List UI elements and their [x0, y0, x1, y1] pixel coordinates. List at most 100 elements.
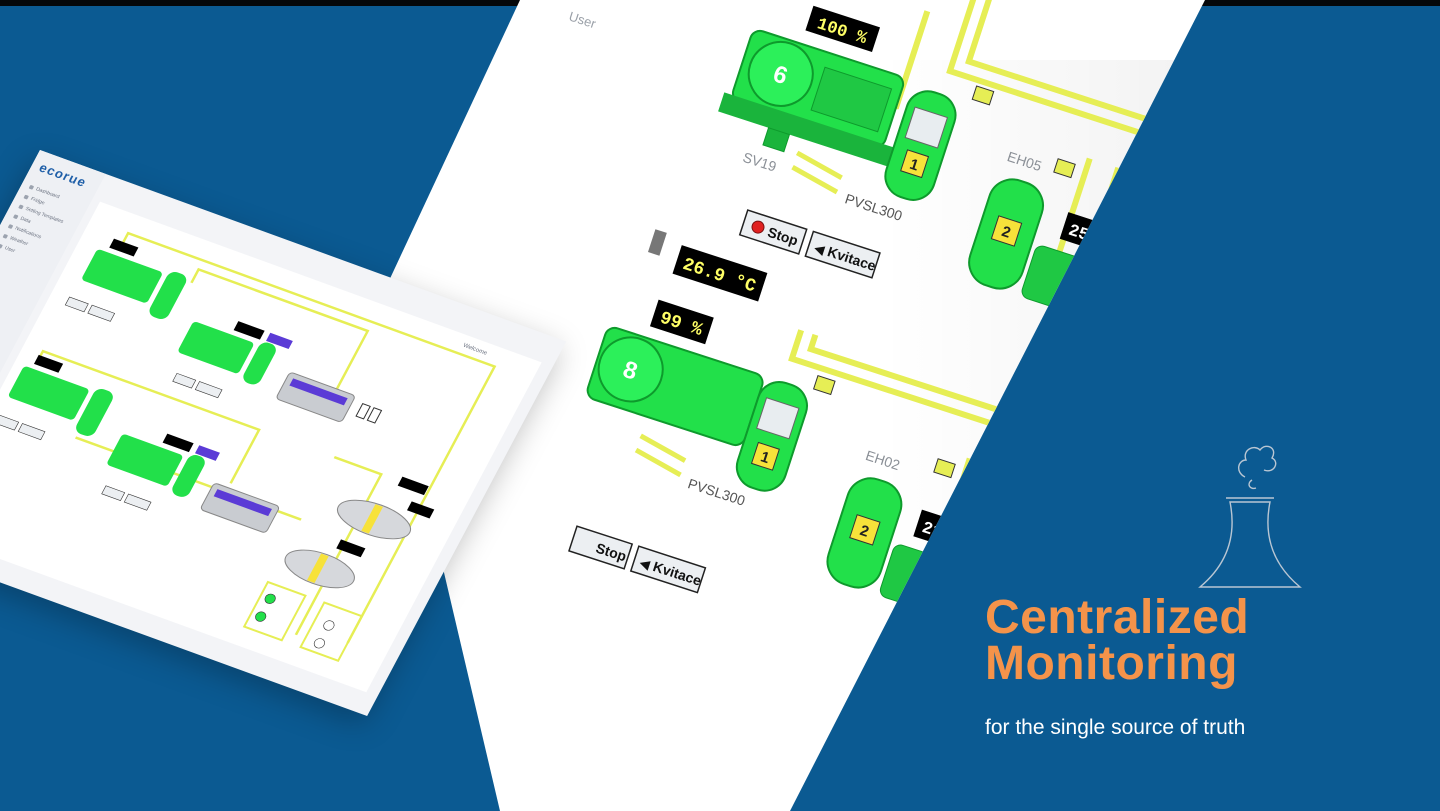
- side-vessel-badge: [990, 215, 1023, 247]
- bottom-pipe-out-2: [634, 447, 682, 478]
- mini-compressor-c: [8, 366, 89, 420]
- side-display-value: 250: [1066, 222, 1101, 250]
- weather-icon: [2, 233, 9, 239]
- mini-display-g: [336, 539, 366, 558]
- pipe-out-2: [791, 164, 839, 195]
- bottom-compressor-motor: [597, 336, 664, 403]
- compressor-gear: [810, 66, 893, 133]
- mini-vessel-c: [76, 388, 113, 436]
- template-icon: [18, 204, 25, 209]
- bottom-side-display-value: 218: [919, 519, 954, 547]
- mini-schematic: [0, 231, 497, 663]
- mini-pipe-2: [190, 267, 370, 412]
- bottom-side-unit-label: EH02: [864, 447, 902, 473]
- mini-ack-b[interactable]: [194, 381, 223, 399]
- valve-icon: [762, 127, 791, 153]
- bottom-controller-panel: [756, 397, 800, 440]
- mini-meter-1: [355, 403, 371, 420]
- mini-pump-loop-2: [299, 601, 364, 663]
- pipe-bottom-2: [807, 333, 1121, 453]
- mini-compressor-d: [107, 434, 183, 486]
- mini-compressor-b: [178, 321, 254, 374]
- pipe-out-1: [795, 150, 843, 181]
- bottom-unit-controls: Stop ◀ Kvitace: [568, 525, 707, 594]
- temperature-readout: 26.9 °C: [648, 229, 768, 302]
- bottom-bell-icon: ◀: [638, 555, 652, 572]
- status-check-3: [812, 374, 836, 396]
- bottom-vessel-badge: [750, 441, 780, 471]
- side-unit-label: EH05: [1005, 148, 1043, 174]
- mini-meter-2: [366, 407, 383, 424]
- vessel-badge: [900, 149, 930, 179]
- bottom-load-display-box: [649, 299, 714, 345]
- mini-display-f: [406, 501, 435, 519]
- mini-stop-d[interactable]: [101, 485, 126, 502]
- user-label: User: [567, 9, 598, 32]
- hero-title-line-1: Centralized: [985, 591, 1250, 644]
- mini-stop-b[interactable]: [172, 372, 197, 389]
- mini-compressor-a: [82, 249, 162, 303]
- mini-display-e: [397, 476, 429, 496]
- side-compressor: [1021, 245, 1122, 323]
- mini-display-c: [33, 354, 64, 373]
- mini-badge-d: [195, 445, 220, 461]
- controller-panel: [904, 106, 949, 149]
- mini-badge-b: [266, 332, 293, 350]
- valve-label: SV19: [741, 149, 779, 175]
- mini-vessel-a: [149, 272, 187, 319]
- compressor-base: [718, 92, 920, 175]
- bottom-acknowledge-button[interactable]: [629, 545, 707, 594]
- bell-icon: [7, 223, 14, 229]
- fridge-icon: [23, 194, 30, 200]
- mini-display-b: [233, 321, 265, 340]
- mini-tank-2-band: [306, 553, 329, 583]
- bottom-line-label: PVSL300: [686, 475, 747, 509]
- mini-display-d: [162, 433, 194, 453]
- status-check-4: [933, 458, 956, 479]
- status-check-2: [1053, 158, 1076, 179]
- stop-indicator-icon: [751, 220, 765, 234]
- side-unit-bottom: EH02 2 218: [826, 447, 989, 622]
- status-check-1: [971, 85, 995, 106]
- mini-pump-1: [264, 593, 276, 604]
- temperature-display-box: [672, 245, 768, 302]
- user-icon: [0, 243, 4, 249]
- bottom-side-vessel-badge: [849, 514, 881, 546]
- mini-ack-c[interactable]: [17, 423, 46, 441]
- mini-vessel-b: [243, 342, 276, 385]
- mini-condenser-label-b: [289, 378, 348, 406]
- mini-display-a: [109, 238, 139, 257]
- mini-pump-3: [323, 620, 335, 631]
- pipe-bottom-4: [955, 466, 1002, 593]
- mini-ack-a[interactable]: [87, 304, 116, 322]
- hero-title-line-2: Monitoring: [985, 637, 1238, 690]
- cooling-tower-icon: [1198, 445, 1302, 588]
- mini-pump-2: [255, 611, 267, 622]
- mini-pipe-1: [117, 231, 497, 644]
- mini-tank-1-band: [361, 504, 384, 534]
- mini-stop-c[interactable]: [0, 414, 20, 431]
- mini-pipe-4: [294, 456, 384, 636]
- bottom-side-compressor: [879, 544, 980, 622]
- mini-condenser-label-d: [213, 489, 272, 517]
- data-icon: [13, 213, 19, 219]
- mini-vessel-d: [172, 455, 205, 497]
- compressor-motor: [747, 40, 814, 107]
- hero-subtitle: for the single source of truth: [985, 716, 1246, 739]
- load-display-box: [805, 5, 881, 53]
- dashboard-icon: [28, 184, 35, 190]
- bottom-stop-button[interactable]: [568, 525, 634, 570]
- top-unit-controls: Stop ◀ Kvitace: [738, 209, 881, 279]
- hero-title: Centralized Monitoring: [985, 594, 1425, 690]
- mini-pump-4: [313, 638, 325, 649]
- dashboard-nav: Dashboard Fridge Setting Templates Data …: [0, 181, 76, 266]
- thermometer-icon: [648, 229, 667, 256]
- bottom-pipe-out-1: [639, 433, 687, 463]
- pipe-top-1: [946, 0, 1205, 176]
- mini-stop-a[interactable]: [64, 296, 89, 313]
- acknowledge-button[interactable]: [804, 230, 881, 279]
- mini-ack-d[interactable]: [123, 493, 152, 511]
- dashboard-screenshot: ecorue Dashboard Fridge Setting Template…: [0, 150, 567, 717]
- dashboard-schematic-area: Welcome: [0, 201, 542, 693]
- pipe-top-2: [965, 0, 1205, 162]
